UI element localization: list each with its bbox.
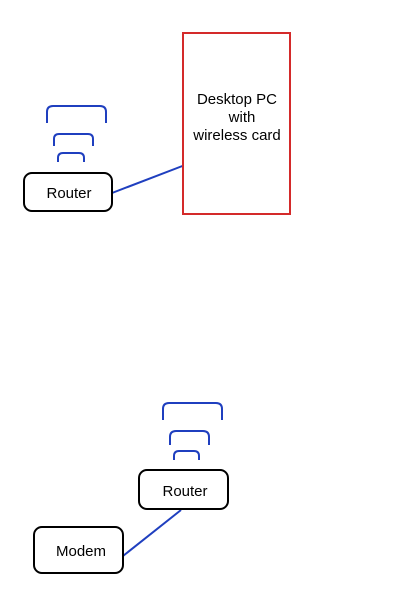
bottom-router-box	[138, 469, 229, 510]
signal-arc-small	[57, 152, 85, 162]
modem-node[interactable]: Modem	[33, 526, 124, 574]
router-pc-link	[111, 164, 186, 194]
desktop-pc-node[interactable]: Desktop PC with wireless card	[182, 32, 291, 215]
desktop-pc-label-line-2: with	[228, 109, 256, 126]
bottom-router-label: Router	[162, 483, 207, 500]
signal-arc-large	[46, 105, 107, 123]
router-modem-link	[122, 509, 182, 557]
wifi-signal-icon	[46, 105, 107, 162]
modem-box	[33, 526, 124, 574]
top-router-node[interactable]: Router	[23, 172, 113, 212]
wifi-signal-icon	[162, 402, 223, 460]
desktop-pc-label-line-3: wireless card	[192, 127, 281, 144]
modem-label: Modem	[56, 543, 106, 560]
top-router-box	[23, 172, 113, 212]
signal-arc-medium	[53, 133, 94, 146]
top-router-label: Router	[46, 185, 91, 202]
bottom-router-node[interactable]: Router	[138, 469, 229, 510]
signal-arc-large	[162, 402, 223, 420]
desktop-pc-label-line-1: Desktop PC	[197, 91, 277, 108]
signal-arc-small	[173, 450, 200, 460]
desktop-pc-box	[182, 32, 291, 215]
signal-arc-medium	[169, 430, 210, 445]
